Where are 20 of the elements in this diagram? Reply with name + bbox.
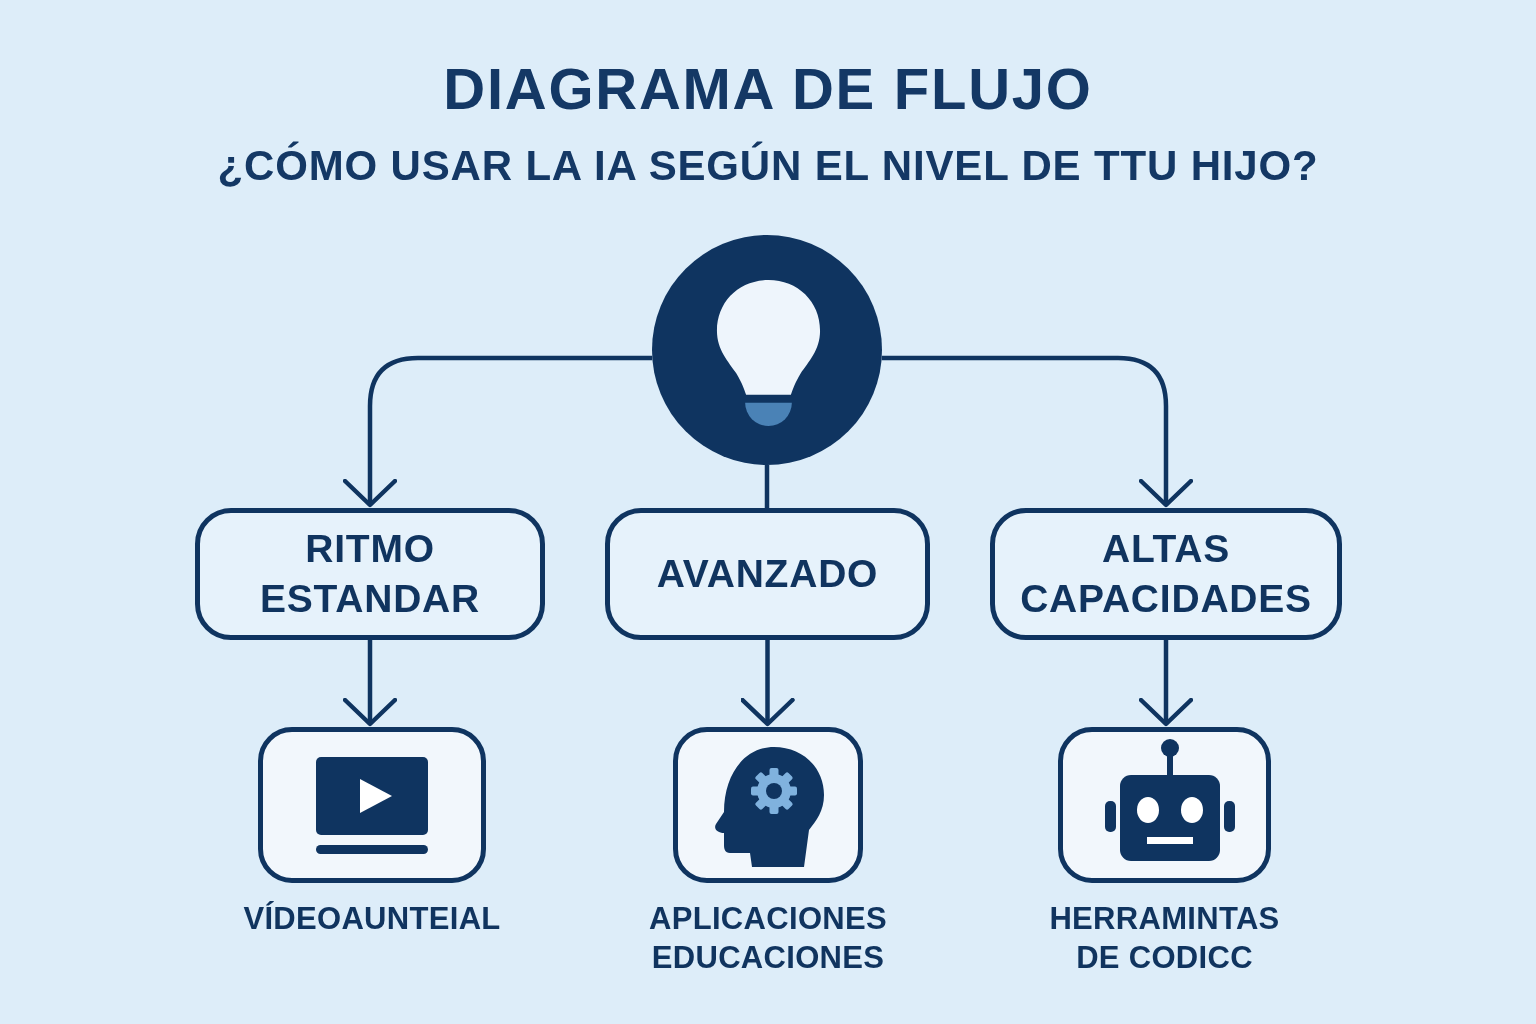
icon-card — [673, 727, 863, 883]
node-label: VÍDEOAUNTEIAL — [243, 900, 501, 938]
arrow — [1138, 640, 1194, 727]
arrow — [881, 355, 1194, 508]
process-box — [605, 508, 930, 640]
process-box — [195, 508, 545, 640]
arrow — [342, 355, 653, 508]
connector-line — [764, 465, 770, 508]
node-label: AVANZADO — [656, 551, 879, 597]
process-box — [990, 508, 1342, 640]
arrow — [342, 640, 398, 727]
node-label: APLICACIONES EDUCACIONES — [648, 900, 888, 977]
icon-card — [258, 727, 486, 883]
node-label: ALTAS CAPACIDADES — [1019, 526, 1313, 622]
node-label: HERRAMINTAS DE CODICC — [1048, 900, 1281, 977]
arrow — [740, 640, 795, 727]
subtitle: ¿CÓMO USAR LA IA SEGÚN EL NIVEL DE TTU HIJO? — [217, 143, 1319, 189]
title: DIAGRAMA DE FLUJO — [443, 58, 1093, 120]
node-label: RITMO ESTANDAR — [259, 526, 481, 622]
icon-card — [1058, 727, 1271, 883]
